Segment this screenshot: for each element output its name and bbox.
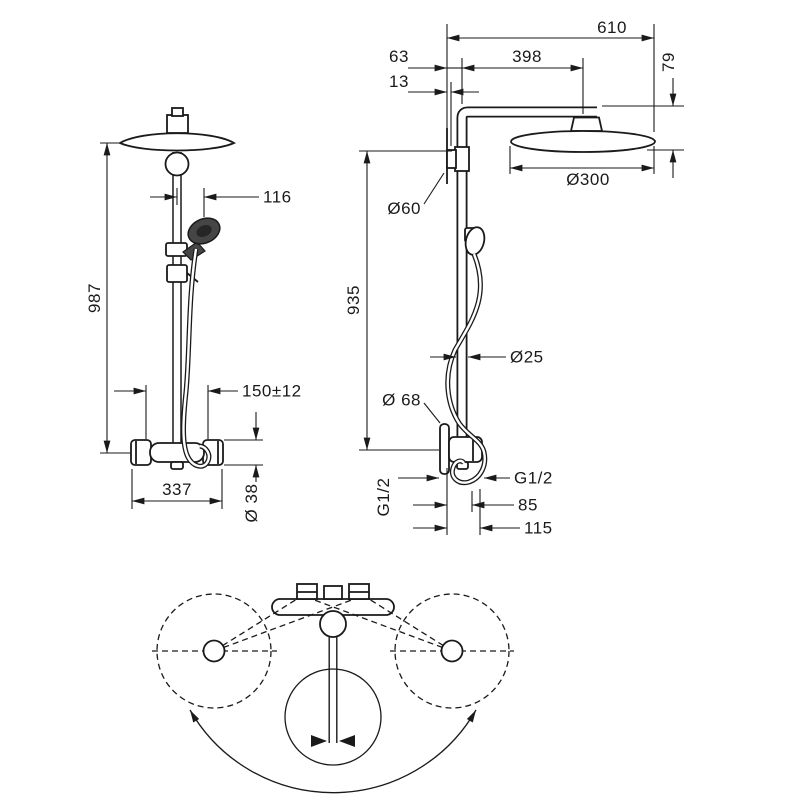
center-connector-plan	[323, 585, 343, 600]
ball-joint-front	[164, 151, 190, 177]
dim-hand-shower-offset: 116	[263, 188, 292, 207]
pivot-arrow-left	[311, 735, 327, 747]
dim-bracket-diameter: Ø60	[387, 199, 421, 218]
pivot-arrow-right	[339, 735, 355, 747]
dim-valve-width: 337	[162, 480, 192, 499]
dim-pipe-diameter: Ø25	[510, 348, 544, 367]
swivel-circle-right	[394, 593, 510, 709]
installation-view	[152, 583, 514, 794]
dim-head-diameter: Ø300	[566, 170, 610, 189]
pipe-clamp-side	[454, 146, 470, 172]
front-view-dimensions: 987 116 150±12 337 Ø 38	[85, 142, 302, 523]
dim-handle-diameter: Ø 38	[242, 484, 261, 523]
mounting-circle	[284, 668, 382, 766]
front-view-drawing	[118, 107, 236, 470]
slider-clamp-front	[166, 264, 188, 283]
dim-flange-offset: 13	[389, 72, 409, 91]
shower-stem-front	[166, 114, 189, 134]
hand-shower-side	[464, 226, 486, 256]
thermostat-valve-side	[439, 423, 483, 475]
diverter-plan	[319, 610, 347, 638]
dim-total-height: 987	[85, 283, 104, 313]
side-view-dimensions: 610 63 398 13 79 Ø300 Ø60 935 Ø25	[344, 18, 684, 538]
shower-hose-side	[445, 253, 488, 486]
dim-wall-to-pipe: 63	[389, 47, 409, 66]
wall-bracket	[446, 149, 457, 169]
overhead-shower-front	[118, 132, 236, 152]
hand-shower-front	[187, 217, 221, 245]
hand-shower-holder-front	[165, 242, 188, 257]
dim-head-height: 79	[659, 52, 678, 72]
dim-outlet-depth: 85	[518, 496, 538, 515]
head-connector-side	[569, 116, 604, 132]
overhead-shower-side	[510, 130, 656, 153]
dim-escutcheon-diameter: Ø 68	[382, 391, 421, 410]
shower-hose-front	[181, 248, 212, 469]
dim-pipe-length: 935	[344, 285, 363, 315]
dim-supply-spacing: 150±12	[242, 382, 302, 401]
dim-outlet-reach: 115	[524, 519, 553, 538]
supply-point-right	[440, 639, 464, 663]
dim-total-reach: 610	[597, 18, 627, 37]
swivel-circle-left	[156, 593, 272, 709]
dim-thread-right: G1/2	[514, 469, 553, 488]
supply-point-left	[202, 639, 226, 663]
rotation-arc	[189, 709, 477, 794]
thermostat-valve-front	[130, 439, 224, 470]
dim-thread-left: G1/2	[374, 478, 393, 517]
dim-arm-length: 398	[512, 47, 542, 66]
side-view-drawing	[439, 106, 656, 486]
